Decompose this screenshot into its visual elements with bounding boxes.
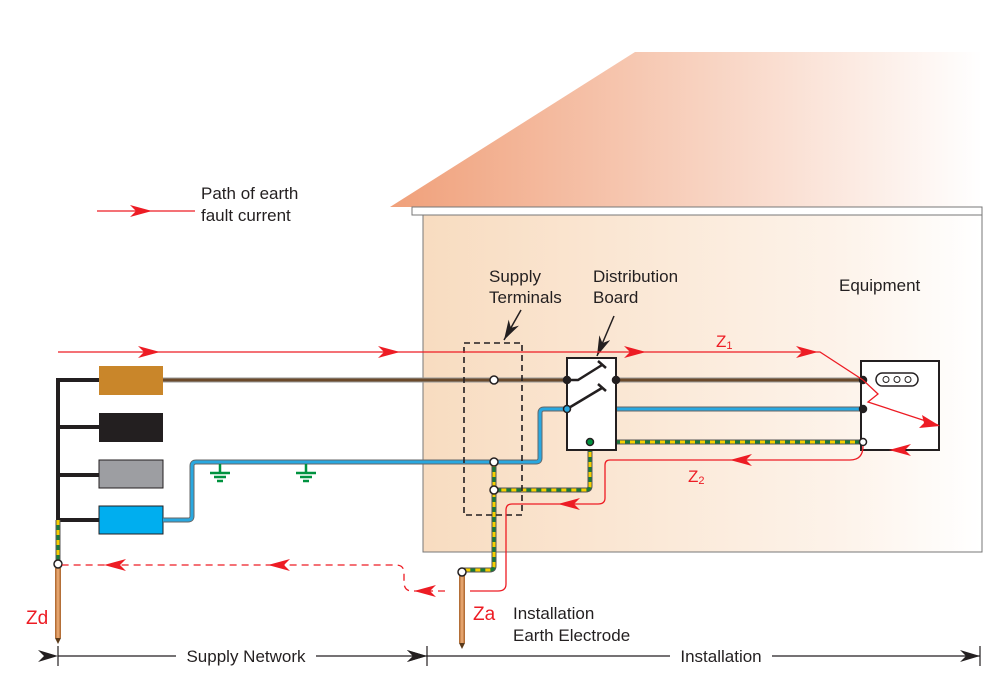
phase-l2-source xyxy=(99,413,163,442)
za-label: Za xyxy=(473,604,496,625)
supply-terminals-pointer xyxy=(503,309,522,341)
switch-icon xyxy=(566,360,607,411)
house xyxy=(390,52,983,553)
arrow-right-icon xyxy=(138,346,160,358)
arrow-right-icon xyxy=(796,346,818,358)
supply-terminals-box xyxy=(463,342,523,516)
distribution-board-pointer xyxy=(596,315,615,357)
installation-label: Installation xyxy=(680,647,761,666)
arrow-right-icon xyxy=(919,415,940,428)
arrow-right-icon xyxy=(624,346,646,358)
phase-l3-source xyxy=(98,459,164,489)
arrow-left-icon xyxy=(104,559,126,571)
terminal-nodes xyxy=(489,375,868,495)
installation-earth-electrode-label-2: Earth Electrode xyxy=(513,626,630,645)
legend: Path of earth fault current xyxy=(97,184,298,225)
z1-text: Z xyxy=(716,332,726,351)
arrow-right-icon xyxy=(378,346,400,358)
phase-l1-source xyxy=(99,366,163,395)
fault-current-path xyxy=(58,351,939,592)
legend-text-line1: Path of earth xyxy=(201,184,298,203)
zd-label: Zd xyxy=(26,608,48,629)
arrow-left-icon xyxy=(558,498,580,510)
neutral-conductor-core xyxy=(163,407,863,522)
eave xyxy=(411,206,983,216)
z1-subscript: 1 xyxy=(726,340,732,352)
supply-terminals-label-2: Terminals xyxy=(489,288,562,307)
socket-icon xyxy=(875,372,919,387)
supply-terminals-label-1: Supply xyxy=(489,267,541,286)
installation-earth-electrode-label-1: Installation xyxy=(513,604,594,623)
legend-text-line2: fault current xyxy=(201,206,291,225)
z2-label: Z2 xyxy=(688,467,705,487)
fault-arrows xyxy=(104,346,940,597)
distribution-board-label-1: Distribution xyxy=(593,267,678,286)
roof xyxy=(390,52,982,207)
earth-symbol-icon xyxy=(296,464,316,483)
equipment-label: Equipment xyxy=(839,276,921,295)
supply-source xyxy=(56,366,164,535)
arrow-left-icon xyxy=(414,585,436,597)
z1-label: Z1 xyxy=(716,332,733,352)
arrow-left-icon xyxy=(268,559,290,571)
legend-arrow-icon xyxy=(130,205,152,217)
protective-conductor xyxy=(55,439,863,573)
z2-text: Z xyxy=(688,467,698,486)
neutral-source xyxy=(98,505,164,535)
z2-subscript: 2 xyxy=(698,475,704,487)
earth-symbol-icon xyxy=(210,464,230,483)
source-bus xyxy=(56,378,99,522)
arrow-left-icon xyxy=(889,444,911,456)
dimension-lines xyxy=(38,646,981,666)
distribution-board-label-2: Board xyxy=(593,288,638,307)
earth-electrode-zd xyxy=(53,559,63,644)
earth-electrode-za xyxy=(457,567,467,649)
supply-network-label: Supply Network xyxy=(186,647,306,666)
arrow-left-icon xyxy=(730,454,752,466)
